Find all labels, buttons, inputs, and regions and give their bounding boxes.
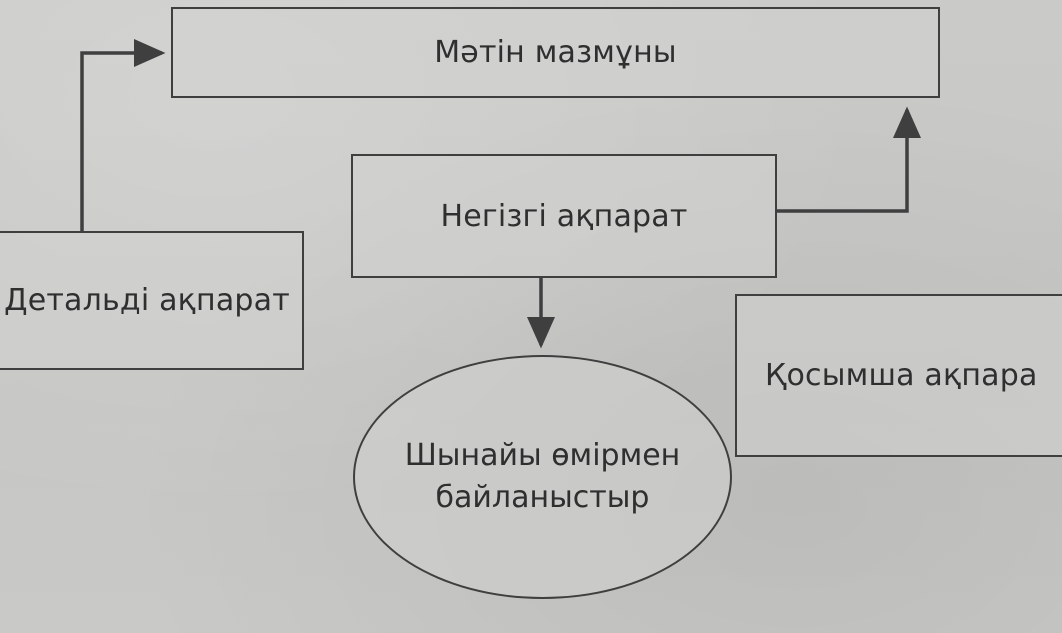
node-real-life-label-line2: байланыстыр <box>435 480 650 515</box>
arrow-main-to-content <box>777 106 921 213</box>
node-additional-info-label: Қосымша ақпара <box>765 358 1038 393</box>
node-real-life-connection: Шынайы өмірмен байланыстыр <box>353 355 732 599</box>
node-detailed-info: Детальді ақпарат <box>0 231 304 370</box>
node-main-info-label: Негізгі ақпарат <box>440 198 688 234</box>
arrow-detail-to-content <box>80 39 166 231</box>
node-text-content-label: Мәтін мазмұны <box>434 35 677 70</box>
node-detailed-info-label: Детальді ақпарат <box>4 283 290 318</box>
node-additional-info: Қосымша ақпара <box>735 294 1062 457</box>
node-text-content: Мәтін мазмұны <box>171 7 940 98</box>
node-real-life-label-line1: Шынайы өмірмен <box>404 438 681 473</box>
node-main-info: Негізгі ақпарат <box>351 154 777 278</box>
